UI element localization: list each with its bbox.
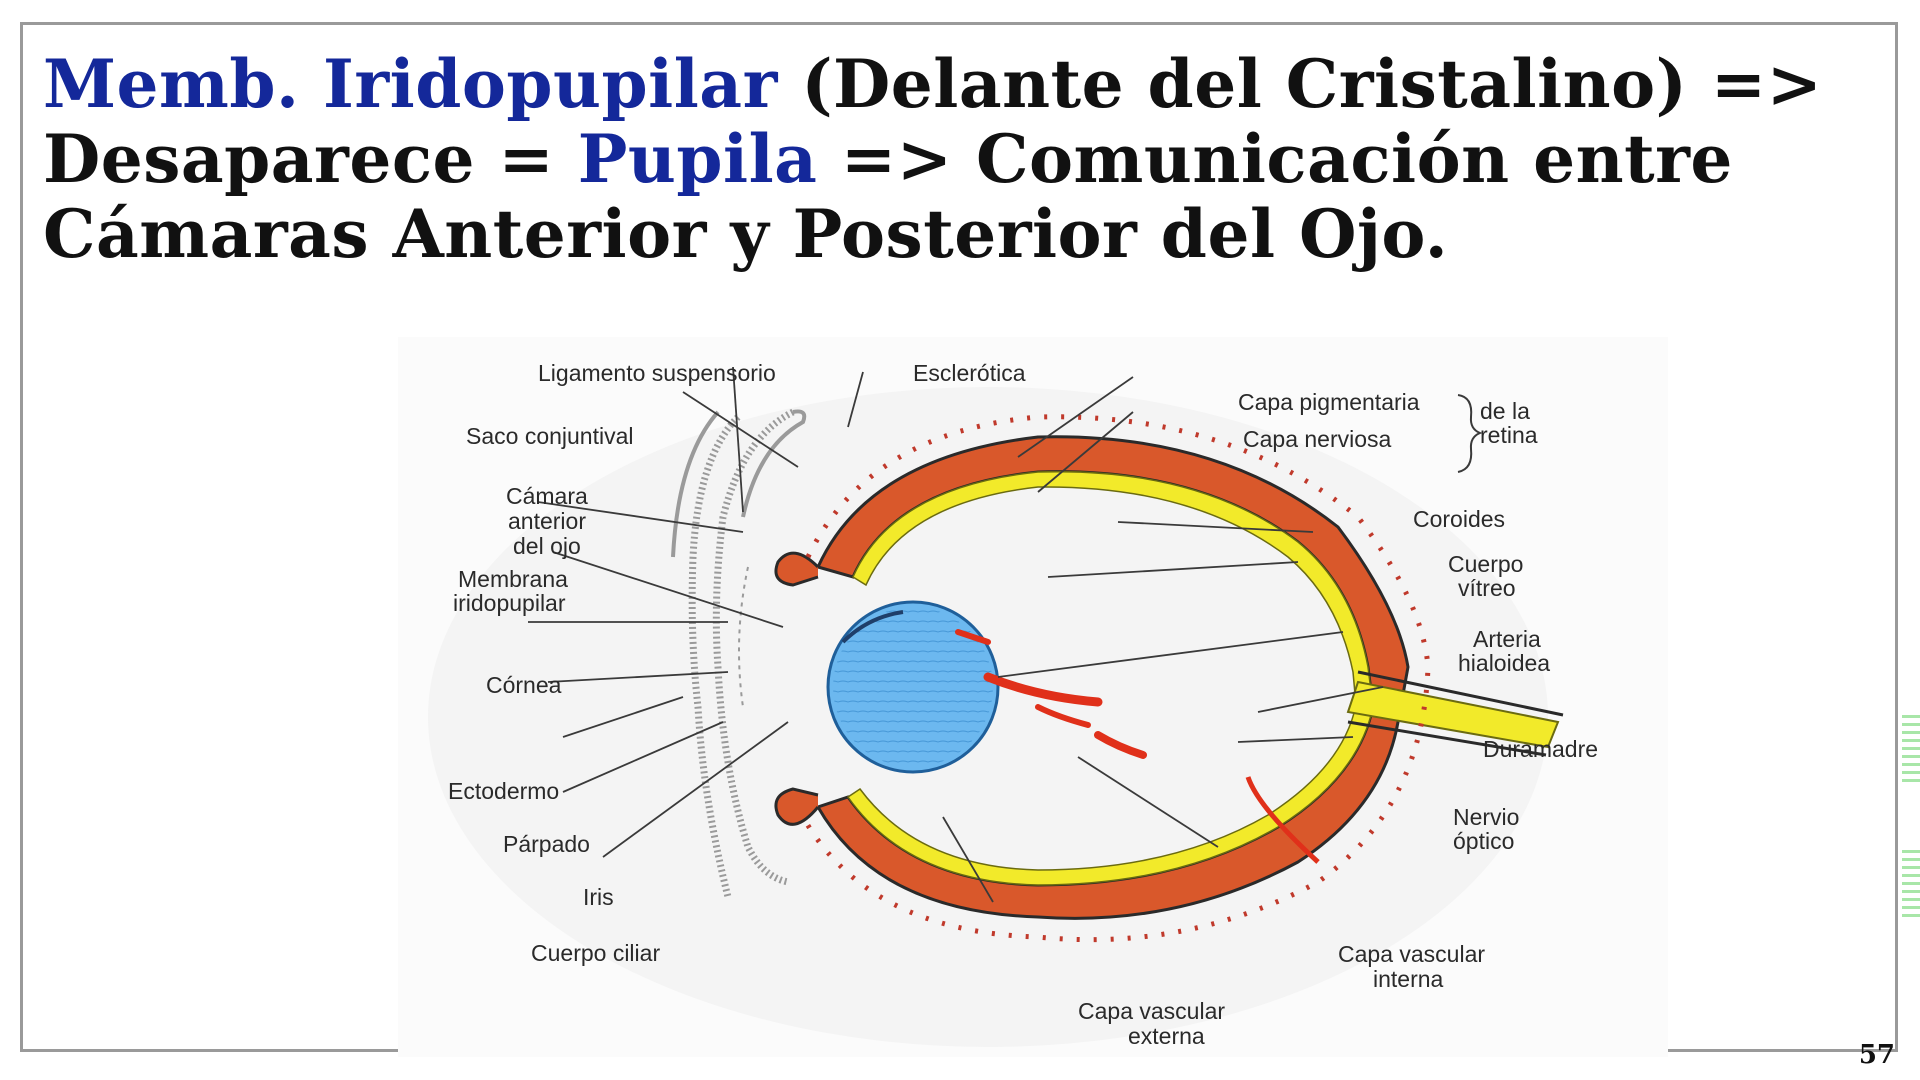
- ectoderm-layer: [688, 414, 741, 898]
- label-arteria-1: Arteria: [1473, 626, 1541, 652]
- title-text-3: => Comunicación entre: [817, 120, 1733, 198]
- label-de-la: de la: [1480, 398, 1530, 424]
- iris-upper: [774, 551, 820, 587]
- label-camara-3: del ojo: [513, 533, 581, 559]
- vessel-branch-4: [1245, 776, 1320, 864]
- label-parpado: Párpado: [503, 831, 590, 857]
- label-retina: retina: [1480, 422, 1538, 448]
- decorative-stripes-top: [1902, 715, 1920, 785]
- hyaloid-artery: [983, 672, 1103, 707]
- decorative-stripes-bottom: [1902, 850, 1920, 920]
- lens-epithelium: [841, 610, 904, 644]
- optic-nerve-outline-top: [1357, 670, 1564, 717]
- label-coroides: Coroides: [1413, 506, 1505, 532]
- label-cornea: Córnea: [486, 672, 562, 698]
- label-capa-vascular-externa-1: Capa vascular: [1078, 998, 1225, 1024]
- label-nervio-1: Nervio: [1453, 804, 1519, 830]
- label-capa-vascular-interna-1: Capa vascular: [1338, 941, 1485, 967]
- label-camara-2: anterior: [508, 508, 586, 534]
- label-camara-1: Cámara: [506, 483, 588, 509]
- label-cuerpo-ciliar: Cuerpo ciliar: [531, 940, 660, 966]
- title-highlight-membrana: Memb. Iridopupilar: [43, 45, 778, 123]
- label-saco: Saco conjuntival: [466, 423, 634, 449]
- title-text-4: Cámaras Anterior y Posterior del Ojo.: [43, 195, 1449, 273]
- label-capa-vascular-externa-2: externa: [1128, 1023, 1205, 1049]
- eye-diagram: Ligamento suspensorio Esclerótica Capa p…: [398, 337, 1668, 1057]
- slide: Memb. Iridopupilar (Delante del Cristali…: [20, 22, 1898, 1070]
- ectoderm-outline: [671, 410, 720, 558]
- vessel-branch-1: [1035, 704, 1091, 728]
- label-capa-vascular-interna-2: interna: [1373, 966, 1444, 992]
- label-arteria-2: hialoidea: [1458, 650, 1550, 676]
- label-nervio-2: óptico: [1453, 828, 1514, 854]
- label-capa-pigmentaria: Capa pigmentaria: [1238, 389, 1420, 415]
- lens-fibers: [833, 607, 993, 767]
- eyelid-fold-upper: [741, 409, 807, 518]
- retina-brace: [1457, 394, 1483, 473]
- optic-nerve-outline-bottom: [1347, 720, 1547, 757]
- eye-diagram-svg: Ligamento suspensorio Esclerótica Capa p…: [428, 360, 1598, 1049]
- label-capa-nerviosa: Capa nerviosa: [1243, 426, 1392, 452]
- label-duramadre: Duramadre: [1483, 736, 1598, 762]
- optic-nerve: [1346, 680, 1560, 749]
- label-esclerotica: Esclerótica: [913, 360, 1026, 386]
- title-text-2: Desaparece =: [43, 120, 578, 198]
- label-ligamento: Ligamento suspensorio: [538, 360, 776, 386]
- label-cuerpo-2: vítreo: [1458, 575, 1516, 601]
- label-iris: Iris: [583, 884, 614, 910]
- label-ectodermo: Ectodermo: [448, 778, 559, 804]
- leader-lines: [528, 366, 1384, 903]
- vessel-branch-2: [1094, 731, 1147, 759]
- title-text-1: (Delante del Cristalino) =>: [777, 45, 1823, 123]
- iris-lower: [774, 787, 820, 826]
- title-highlight-pupila: Pupila: [577, 120, 818, 198]
- slide-title: Memb. Iridopupilar (Delante del Cristali…: [43, 47, 1903, 272]
- page-number: 57: [1858, 1040, 1895, 1070]
- label-cuerpo-1: Cuerpo: [1448, 551, 1523, 577]
- vessel-branch-3: [955, 629, 991, 645]
- label-membrana-2: iridopupilar: [453, 590, 566, 616]
- label-membrana-1: Membrana: [458, 566, 568, 592]
